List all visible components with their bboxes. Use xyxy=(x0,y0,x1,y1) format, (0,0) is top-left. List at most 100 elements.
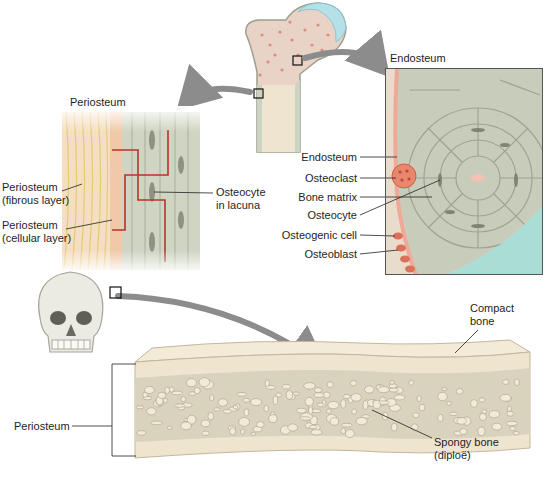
trabecular-space xyxy=(282,385,290,389)
trabecular-space xyxy=(266,385,275,389)
trabecular-space xyxy=(208,413,214,420)
trabecular-space xyxy=(350,381,357,386)
trabecular-space xyxy=(243,398,250,402)
trabecular-space xyxy=(489,411,499,418)
trabecular-space xyxy=(365,386,374,393)
trabecular-space xyxy=(330,418,339,426)
trabecular-space xyxy=(233,405,238,409)
trabecular-space xyxy=(326,409,331,413)
trabecular-space xyxy=(327,382,333,388)
trabecular-space xyxy=(506,421,517,425)
trabecular-space xyxy=(201,420,210,427)
trabecular-space xyxy=(147,408,157,415)
trabecular-space xyxy=(341,400,346,408)
trabecular-space xyxy=(391,423,397,431)
trabecular-space xyxy=(492,423,502,430)
trabecular-space xyxy=(515,379,520,386)
trabecular-space xyxy=(311,430,322,435)
part-label: Osteogenic cell xyxy=(260,229,357,242)
trabecular-space xyxy=(214,408,221,411)
part-label: Periosteum (fibrous layer) xyxy=(2,181,82,207)
trabecular-space xyxy=(442,388,447,391)
trabecular-space xyxy=(300,417,310,421)
trabecular-space xyxy=(264,405,269,412)
trabecular-space xyxy=(314,393,324,398)
trabecular-space xyxy=(394,395,404,400)
trabecular-space xyxy=(500,394,511,401)
trabecular-space xyxy=(297,408,306,413)
trabecular-space xyxy=(409,380,414,385)
part-label: Osteoclast xyxy=(260,172,357,185)
trabecular-space xyxy=(151,421,163,425)
trabecular-space xyxy=(165,387,170,394)
part-label: Compact bone xyxy=(470,302,522,328)
part-label: Periosteum (cellular layer) xyxy=(2,219,86,245)
trabecular-space xyxy=(167,426,172,429)
part-label: Periosteum xyxy=(14,420,84,433)
trabecular-space xyxy=(417,396,421,402)
spongy-pattern xyxy=(136,378,519,438)
trabecular-space xyxy=(456,389,463,395)
part-label: Osteoblast xyxy=(260,248,357,261)
trabecular-space xyxy=(269,415,277,423)
trabecular-space xyxy=(136,406,144,409)
trabecular-space xyxy=(389,388,398,392)
trabecular-space xyxy=(143,392,148,397)
part-label: Bone matrix xyxy=(260,191,357,204)
trabecular-space xyxy=(175,404,185,407)
trabecular-space xyxy=(438,414,444,421)
trabecular-space xyxy=(239,418,250,427)
trabecular-space xyxy=(276,393,282,397)
pointer-arrows xyxy=(118,52,382,362)
trabecular-space xyxy=(210,395,214,402)
trabecular-space xyxy=(449,412,457,415)
trabecular-space xyxy=(317,403,324,407)
part-label: Spongy bone (diploë) xyxy=(434,436,514,462)
trabecular-space xyxy=(194,388,200,394)
trabecular-space xyxy=(457,418,466,425)
trabecular-space xyxy=(304,383,316,389)
trabecular-space xyxy=(251,432,255,435)
trabecular-space xyxy=(341,428,346,433)
trabecular-space xyxy=(363,400,368,409)
trabecular-space xyxy=(237,392,247,396)
trabecular-space xyxy=(218,399,227,406)
trabecular-space xyxy=(343,394,350,398)
part-label: Endosteum xyxy=(260,151,357,164)
trabecular-space xyxy=(328,401,339,408)
trabecular-space xyxy=(478,427,485,436)
part-label: Osteocyte xyxy=(260,209,357,222)
periosteum-panel xyxy=(60,106,202,274)
trabecular-space xyxy=(378,387,389,393)
trabecular-space xyxy=(447,401,452,405)
inset-box: Endosteum xyxy=(385,68,543,275)
trabecular-space xyxy=(352,409,357,414)
part-label: Periosteum xyxy=(70,96,150,109)
trabecular-space xyxy=(471,400,478,408)
trabecular-space xyxy=(199,378,210,387)
trabecular-space xyxy=(510,427,516,431)
trabecular-space xyxy=(379,401,390,405)
trabecular-space xyxy=(413,413,419,418)
trabecular-space xyxy=(223,410,232,414)
trabecular-space xyxy=(181,396,186,401)
trabecular-space xyxy=(257,422,265,428)
trabecular-space xyxy=(181,422,191,430)
trabecular-space xyxy=(202,431,210,435)
part-label: Osteocyte in lacuna xyxy=(216,186,272,212)
trabecular-space xyxy=(309,425,317,429)
trabecular-space xyxy=(273,396,278,405)
trabecular-space xyxy=(286,391,292,400)
trabecular-space xyxy=(356,417,367,424)
trabecular-space xyxy=(305,397,313,405)
trabecular-space xyxy=(314,388,322,393)
trabecular-space xyxy=(480,413,487,420)
trabecular-space xyxy=(513,432,519,435)
trabecular-space xyxy=(479,398,485,402)
skull xyxy=(39,272,121,352)
trabecular-space xyxy=(187,379,197,387)
trabecular-space xyxy=(137,431,146,435)
leader-lines xyxy=(62,157,478,456)
